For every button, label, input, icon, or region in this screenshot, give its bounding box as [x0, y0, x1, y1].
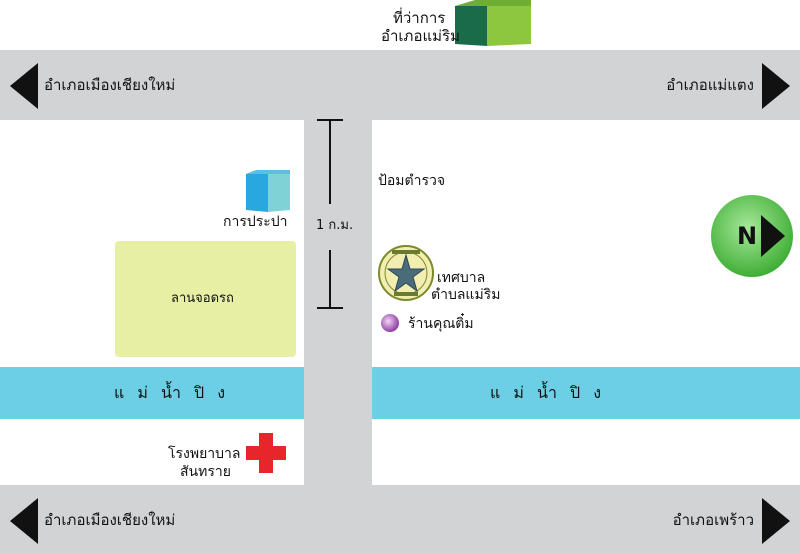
red-cross-icon: [246, 433, 286, 473]
district-office-label-line1: ที่ว่าการ: [393, 9, 446, 27]
bottom-road-left-label: อำเภอเมืองเชียงใหม่: [44, 511, 176, 529]
river-right-label: แ ม่ น้ำ ปิ ง: [490, 383, 606, 402]
district-office-label-line2: อำเภอแม่ริม: [381, 27, 460, 45]
river-left: [0, 367, 304, 419]
top-road: [0, 50, 800, 120]
shop-marker-icon: [380, 313, 400, 333]
north-compass-icon: [709, 193, 795, 279]
bottom-road-right-label: อำเภอเพร้าว: [672, 511, 754, 529]
arrow-right-icon: [762, 63, 790, 109]
vertical-road: [304, 120, 372, 485]
distance-label: 1 ก.ม.: [316, 218, 354, 233]
river-left-label: แ ม่ น้ำ ปิ ง: [114, 383, 230, 402]
shop-label: ร้านคุณติ๋ม: [408, 316, 474, 332]
top-road-left-label: อำเภอเมืองเชียงใหม่: [44, 76, 176, 94]
waterworks-cube-icon: [246, 170, 290, 212]
waterworks-label: การประปา: [223, 214, 288, 230]
parking-lot-label: ลานจอดรถ: [171, 291, 234, 306]
distance-marker-icon: [315, 118, 345, 312]
river-right: [372, 367, 800, 419]
arrow-left-icon: [10, 498, 38, 544]
police-box-label: ป้อมตำรวจ: [378, 173, 446, 189]
top-road-right-label: อำเภอแม่แตง: [666, 76, 754, 94]
north-label: N: [737, 222, 758, 250]
arrow-left-icon: [10, 63, 38, 109]
municipality-seal-icon: [378, 245, 434, 301]
parking-lot: [115, 241, 296, 357]
municipality-label-line1: เทศบาล: [437, 270, 486, 286]
hospital-label-line1: โรงพยาบาล: [168, 446, 241, 462]
district-office-icon: [455, 0, 531, 46]
arrow-right-icon: [762, 498, 790, 544]
municipality-label-line2: ตำบลแม่ริม: [431, 287, 501, 303]
bottom-road: [0, 485, 800, 553]
hospital-label-line2: สันทราย: [180, 464, 231, 480]
